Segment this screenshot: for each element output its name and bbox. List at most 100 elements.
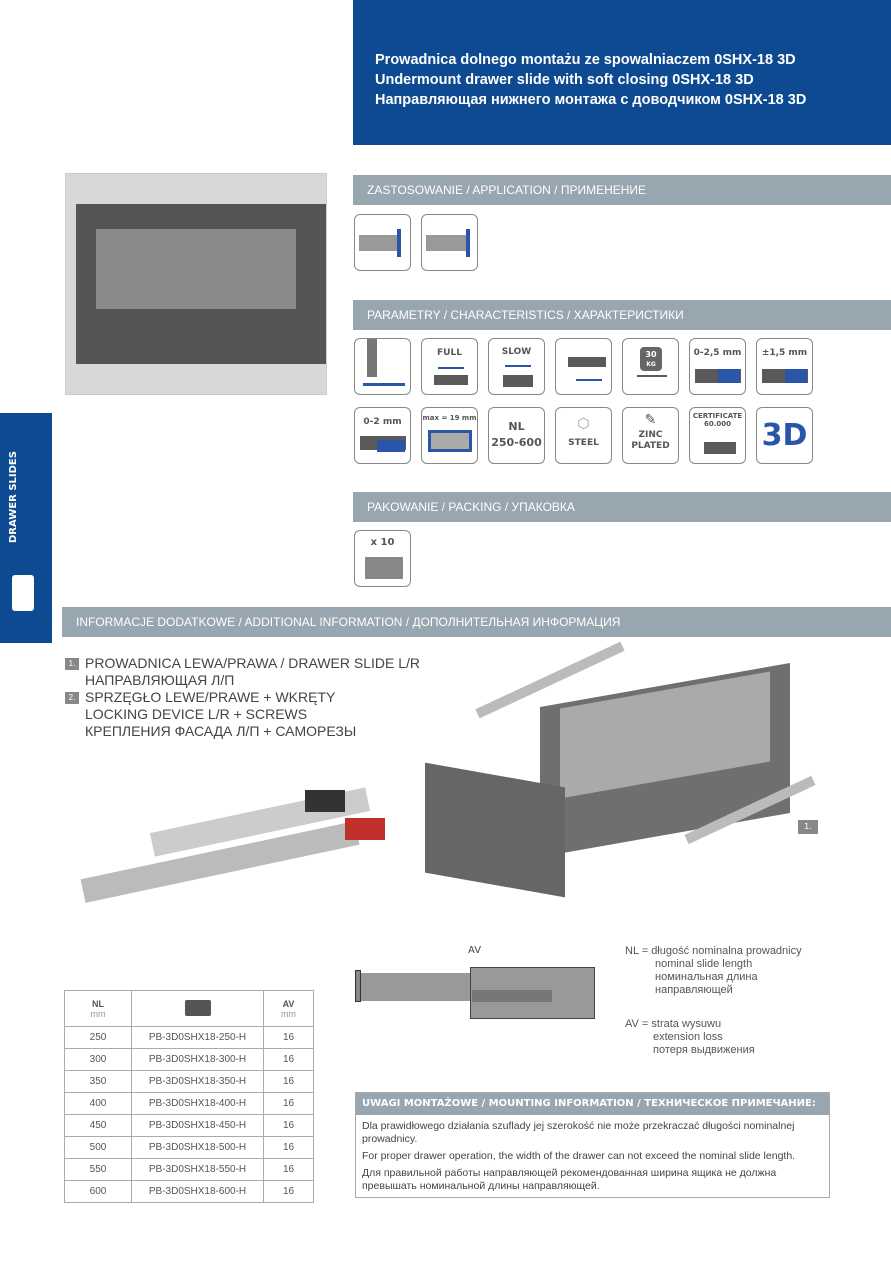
code-cell: PB-3D0SHX18-450-H	[131, 1114, 264, 1137]
title-en: Undermount drawer slide with soft closin…	[375, 72, 754, 88]
av-cell: 16	[263, 1070, 314, 1093]
part-label: LOCKING DEVICE L/R + SCREWS	[85, 706, 308, 722]
exploded-drawer-diagram: 1.	[420, 641, 840, 915]
3d-adjust-icon: 3D	[756, 407, 813, 464]
full-label: FULL	[437, 348, 462, 358]
weight-unit: KG	[646, 361, 656, 368]
legend-line: направляющей	[655, 984, 733, 996]
plated-label: PLATED	[631, 441, 670, 451]
av-cell: 16	[263, 1092, 314, 1115]
mounting-notes: UWAGI MONTAŻOWE / MOUNTING INFORMATION /…	[355, 1092, 830, 1198]
section-packing: PAKOWANIE / PACKING / УПАКОВКА	[353, 492, 891, 522]
part-number: 2.	[65, 692, 79, 704]
nl-cell: 600	[64, 1180, 132, 1203]
steel-icon: ⬡ STEEL	[555, 407, 612, 464]
height-adjust-label: 0-2,5 mm	[693, 348, 742, 358]
legend-line: nominal slide length	[655, 958, 753, 970]
steel-label: STEEL	[568, 438, 599, 448]
code-cell: PB-3D0SHX18-400-H	[131, 1092, 264, 1115]
undermount-icon	[354, 338, 411, 395]
legend-line: extension loss	[653, 1031, 723, 1043]
application-icon-overlay	[421, 214, 478, 271]
legend-av: AV = strata wysuwu extension loss потеря…	[625, 1018, 755, 1057]
code-cell: PB-3D0SHX18-300-H	[131, 1048, 264, 1071]
notes-title: UWAGI MONTAŻOWE / MOUNTING INFORMATION /…	[356, 1093, 829, 1115]
code-cell: PB-3D0SHX18-600-H	[131, 1180, 264, 1203]
nl-cell: 350	[64, 1070, 132, 1093]
legend-line: AV = strata wysuwu	[625, 1018, 722, 1030]
part-label: НАПРАВЛЯЮЩАЯ Л/П	[85, 672, 235, 688]
title-ru: Направляющая нижнего монтажа с доводчико…	[375, 92, 807, 108]
part-label: SPRZĘGŁO LEWE/PRAWE + WKRĘTY	[85, 689, 336, 705]
soft-close-icon: SLOW	[488, 338, 545, 395]
av-cell: 16	[263, 1114, 314, 1137]
packing-box-icon: x 10	[354, 530, 411, 587]
depth-adjust-label: 0-2 mm	[363, 417, 402, 427]
slow-label: SLOW	[501, 347, 532, 357]
title-pl: Prowadnica dolnego montażu ze spowalniac…	[375, 52, 796, 68]
code-cell: PB-3D0SHX18-350-H	[131, 1070, 264, 1093]
sidebar-tab: DRAWER SLIDES	[0, 413, 52, 643]
legend-line: потеря выдвижения	[653, 1044, 755, 1056]
part-number: 1.	[65, 658, 79, 670]
av-cell: 16	[263, 1136, 314, 1159]
nl-cell: 400	[64, 1092, 132, 1115]
push-open-icon	[555, 338, 612, 395]
code-cell: PB-3D0SHX18-250-H	[131, 1026, 264, 1049]
certificate-label: CERTIFICATE	[692, 412, 743, 420]
section-characteristics: PARAMETRY / CHARACTERISTICS / ХАРАКТЕРИС…	[353, 300, 891, 330]
sidebar-label: DRAWER SLIDES	[8, 451, 19, 543]
av-cell: 16	[263, 1026, 314, 1049]
drawer-slides-icon	[12, 575, 34, 611]
max-thickness-label: max = 19 mm	[422, 414, 477, 422]
zinc-label: ZINC	[638, 430, 663, 440]
section-application: ZASTOSOWANIE / APPLICATION / ПРИМЕНЕНИЕ	[353, 175, 891, 205]
av-label: AV	[468, 945, 482, 956]
legend-line: NL = długość nominalna prowadnicy	[625, 945, 802, 957]
folder-icon	[184, 999, 211, 1016]
legend-line: номинальная длина	[655, 971, 758, 983]
side-adjust-label: ±1,5 mm	[761, 348, 808, 358]
section-additional: INFORMACJE DODATKOWE / ADDITIONAL INFORM…	[62, 607, 891, 637]
code-cell: PB-3D0SHX18-500-H	[131, 1136, 264, 1159]
note-ru: Для правильной работы направляющей реком…	[362, 1167, 777, 1192]
nl-cell: 300	[64, 1048, 132, 1071]
depth-adjust-icon: 0-2 mm	[354, 407, 411, 464]
note-pl: Dla prawidłowego działania szuflady jej …	[362, 1120, 795, 1145]
note-en: For proper drawer operation, the width o…	[362, 1150, 796, 1162]
header-code	[131, 990, 264, 1027]
slides-photo	[70, 787, 400, 910]
av-cell: 16	[263, 1048, 314, 1071]
nl-cell: 500	[64, 1136, 132, 1159]
nl-range: 250-600	[491, 436, 542, 449]
height-adjust-icon: 0-2,5 mm	[689, 338, 746, 395]
av-cell: 16	[263, 1180, 314, 1203]
brush-icon: ✎	[644, 412, 657, 428]
side-adjust-icon: ±1,5 mm	[756, 338, 813, 395]
nl-cell: 550	[64, 1158, 132, 1181]
av-diagram: AV	[355, 945, 605, 1020]
pack-quantity: x 10	[370, 537, 395, 548]
header: Prowadnica dolnego montażu ze spowalniac…	[353, 0, 891, 145]
weight-value: 30	[645, 350, 657, 359]
callout-1: 1.	[798, 820, 818, 834]
cubes-icon: ⬡	[577, 416, 590, 432]
max-thickness-icon: max = 19 mm	[421, 407, 478, 464]
certificate-cycles: 60.000	[703, 420, 731, 428]
code-cell: PB-3D0SHX18-550-H	[131, 1158, 264, 1181]
